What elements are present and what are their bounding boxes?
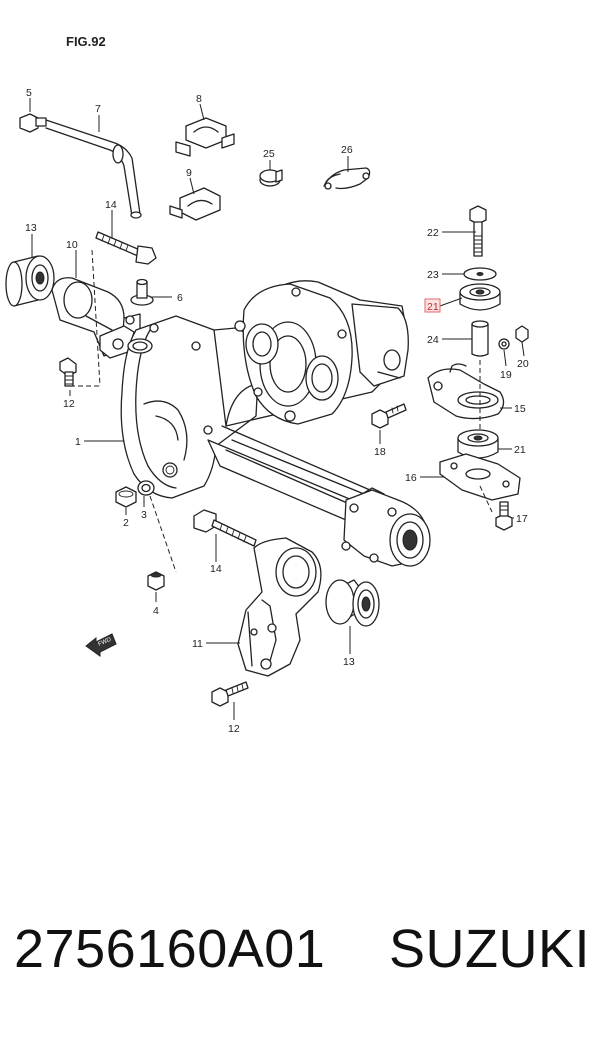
callout-12-lower: 12 xyxy=(228,723,240,735)
outboard-axle-housing xyxy=(341,489,431,567)
parts-diagram: FIG.92 xyxy=(5,34,529,735)
callout-17: 17 xyxy=(516,513,528,525)
gasket-part-3 xyxy=(137,480,155,496)
filler-plug-part-4 xyxy=(147,571,165,591)
washer-part-23 xyxy=(463,267,497,281)
callout-24: 24 xyxy=(427,334,439,346)
bolt-part-22 xyxy=(469,205,487,257)
nut-part-20 xyxy=(515,325,529,343)
callout-20: 20 xyxy=(517,358,529,370)
callout-7: 7 xyxy=(95,103,101,115)
callout-12-upper: 12 xyxy=(63,398,75,410)
callout-21-lower: 21 xyxy=(514,444,526,456)
hose-clip-part-9 xyxy=(169,187,221,221)
diagram-drawing: FIG.92 xyxy=(5,34,529,735)
caption-bar xyxy=(0,866,600,1040)
part-number: 2756160A01 xyxy=(14,919,326,979)
clamp-part-25 xyxy=(259,169,283,187)
callout-23: 23 xyxy=(427,269,439,281)
collar-part-24 xyxy=(471,320,489,357)
washer-part-19 xyxy=(498,338,510,350)
callout-13-upper: 13 xyxy=(25,222,37,234)
breather-hose-part-7 xyxy=(45,119,142,219)
spacer-part-6 xyxy=(130,278,154,306)
callout-13-lower: 13 xyxy=(343,656,355,668)
brand-name: SUZUKI xyxy=(389,919,591,979)
mount-arm-part-15 xyxy=(427,363,505,420)
bolt-part-12-upper xyxy=(59,357,77,387)
figure-title: FIG.92 xyxy=(66,34,106,49)
callout-14-upper: 14 xyxy=(105,199,117,211)
lower-bracket-part-11 xyxy=(237,537,322,677)
bolt-part-14-upper xyxy=(95,231,157,265)
cushion-part-21-upper xyxy=(459,283,501,311)
callout-labels: 5 7 8 9 25 26 13 10 14 6 12 1 2 3 4 14 1… xyxy=(25,87,529,735)
callout-18: 18 xyxy=(374,446,386,458)
callout-4: 4 xyxy=(153,605,159,617)
callout-15: 15 xyxy=(514,403,526,415)
callout-14-lower: 14 xyxy=(210,563,222,575)
callout-9: 9 xyxy=(186,167,192,179)
hose-clip-part-8 xyxy=(175,117,235,157)
bushing-part-13-upper xyxy=(5,255,55,307)
breather-plug-part-5 xyxy=(19,113,47,133)
forward-arrow-icon: FWD xyxy=(85,633,117,657)
mount-bracket-part-16 xyxy=(439,453,521,501)
bushing-part-13-lower xyxy=(325,579,380,627)
callout-22: 22 xyxy=(427,227,439,239)
cushion-part-21-lower xyxy=(457,429,499,459)
bolt-part-17 xyxy=(495,501,513,531)
forward-marker-label: FWD xyxy=(97,637,113,648)
callout-6: 6 xyxy=(177,292,183,304)
callout-5: 5 xyxy=(26,87,32,99)
leader-lines xyxy=(29,98,525,720)
callout-16: 16 xyxy=(405,472,417,484)
callout-26: 26 xyxy=(341,144,353,156)
callout-3: 3 xyxy=(141,509,147,521)
bolt-part-18 xyxy=(371,403,407,429)
callout-1: 1 xyxy=(75,436,81,448)
callout-10: 10 xyxy=(66,239,78,251)
callout-19: 19 xyxy=(500,369,512,381)
callout-2: 2 xyxy=(123,517,129,529)
wire-clamp-part-26 xyxy=(323,167,371,190)
callout-11: 11 xyxy=(192,638,203,650)
bolt-part-12-lower xyxy=(211,681,249,707)
drain-plug-part-2 xyxy=(115,486,137,508)
callout-21-upper: 21 xyxy=(427,301,439,313)
differential-carrier-part-1 xyxy=(120,280,409,499)
callout-21-highlight xyxy=(424,298,441,313)
callout-25: 25 xyxy=(263,148,275,160)
callout-8: 8 xyxy=(196,93,202,105)
mount-bracket-part-10 xyxy=(51,277,141,359)
bolt-part-14-lower xyxy=(193,509,257,547)
